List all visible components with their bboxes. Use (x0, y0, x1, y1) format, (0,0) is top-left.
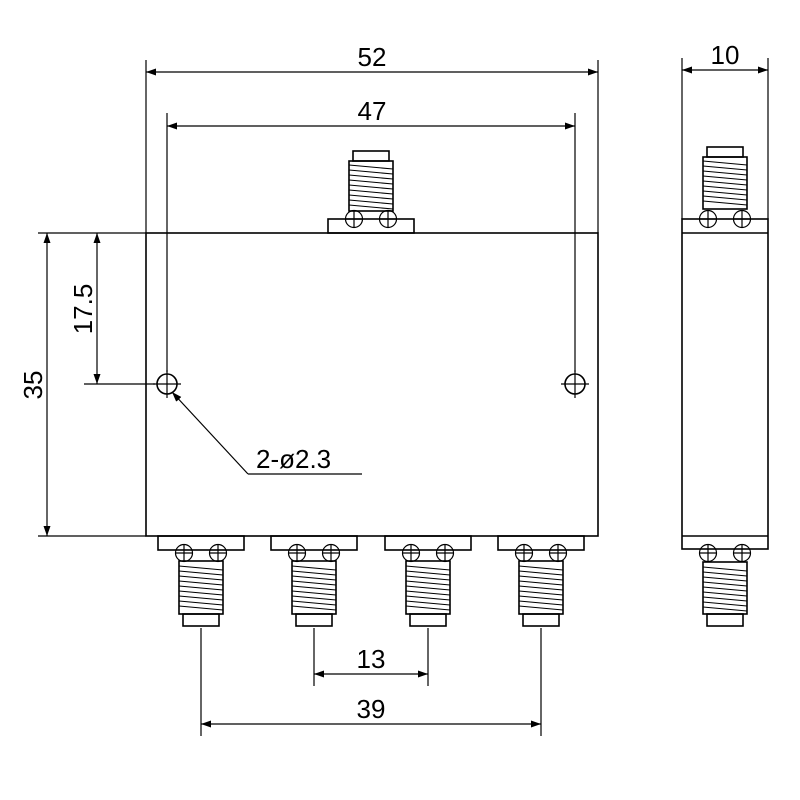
dim-label-hole-diameter: 2-ø2.3 (256, 444, 331, 474)
output-connector-3 (384, 535, 472, 627)
output-connector-2 (270, 535, 358, 627)
side-view (681, 146, 769, 627)
hole-callout-leader: 2-ø2.3 (171, 391, 362, 475)
dim-label-17-5: 17.5 (68, 284, 98, 335)
dim-label-10: 10 (711, 40, 740, 70)
dimension-overall-width: 52 (145, 42, 599, 233)
dimension-outer-port-span: 39 (200, 628, 542, 736)
dimension-hole-height: 17.5 (68, 233, 155, 385)
mounting-hole-left (153, 370, 181, 398)
input-connector (327, 150, 415, 234)
output-connector-1 (157, 535, 245, 627)
dim-label-39: 39 (357, 694, 386, 724)
side-body (681, 218, 769, 550)
side-output-connector (698, 543, 752, 627)
dimension-hole-spacing: 47 (166, 96, 576, 372)
side-input-connector (698, 146, 752, 229)
mounting-hole-right (561, 370, 589, 398)
splitter-body (145, 232, 599, 537)
output-connector-4 (497, 535, 585, 627)
dimension-port-pitch: 13 (313, 628, 429, 686)
dimension-thickness: 10 (681, 40, 769, 219)
dim-label-52: 52 (358, 42, 387, 72)
dim-label-47: 47 (358, 96, 387, 126)
front-view (145, 150, 599, 627)
dimension-overall-height: 35 (18, 232, 146, 537)
dim-label-35: 35 (18, 371, 48, 400)
dim-label-13: 13 (357, 644, 386, 674)
